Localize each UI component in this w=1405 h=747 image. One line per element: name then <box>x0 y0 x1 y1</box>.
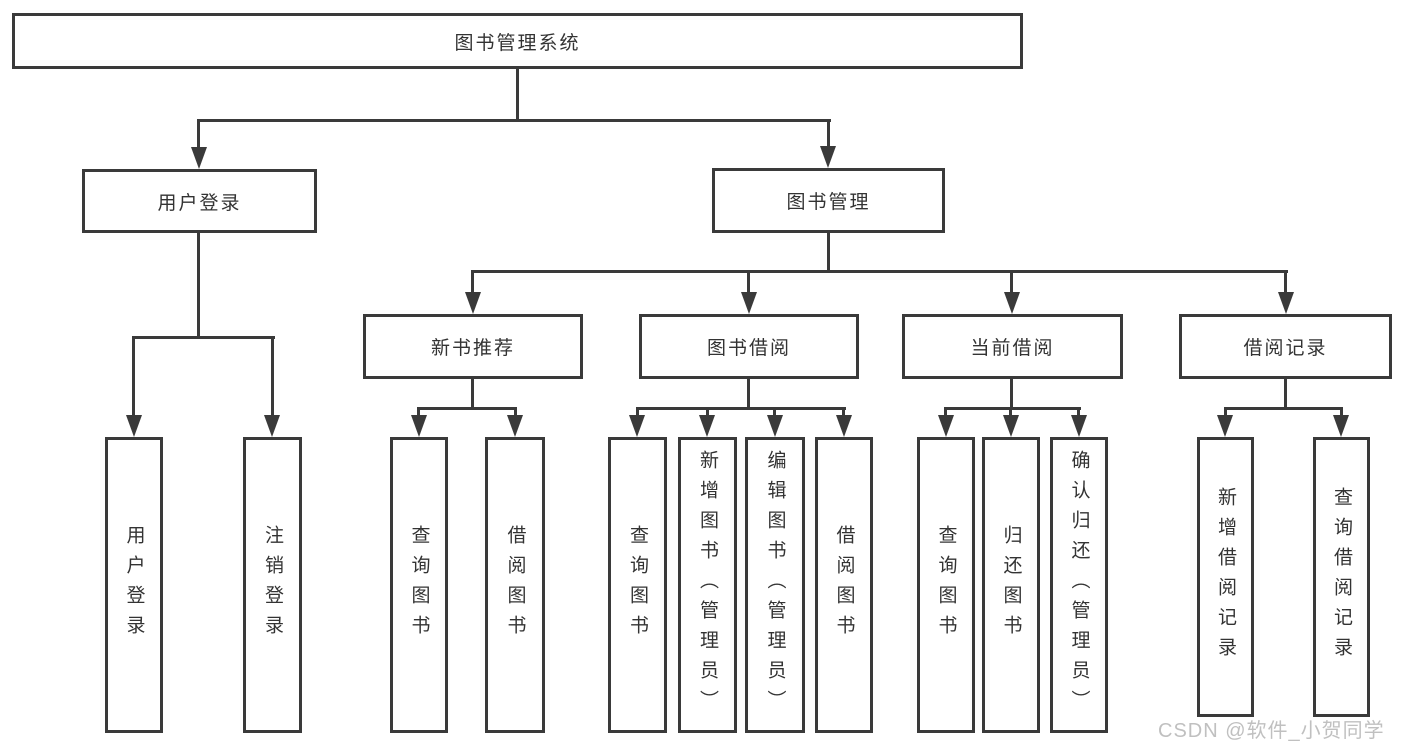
leaf-current-query-books: 查询图书 <box>917 437 975 733</box>
connector <box>1340 407 1343 419</box>
connector <box>197 119 200 149</box>
arrowhead-down-icon <box>1071 415 1087 437</box>
arrowhead-down-icon <box>767 415 783 437</box>
connector <box>944 407 1081 410</box>
arrowhead-down-icon <box>741 292 757 314</box>
leaf-current-return-books: 归还图书 <box>982 437 1040 733</box>
connector <box>1284 270 1287 296</box>
connector <box>944 407 947 419</box>
node-book-borrowing: 图书借阅 <box>639 314 859 379</box>
leaf-borrow-borrow-books: 借阅图书 <box>815 437 873 733</box>
arrowhead-down-icon <box>820 146 836 168</box>
connector <box>471 270 474 296</box>
arrowhead-down-icon <box>126 415 142 437</box>
connector <box>197 119 831 122</box>
arrowhead-down-icon <box>1333 415 1349 437</box>
connector <box>827 233 830 273</box>
arrowhead-down-icon <box>1278 292 1294 314</box>
connector <box>1009 407 1012 419</box>
connector <box>1284 378 1287 410</box>
leaf-recommend-query-books: 查询图书 <box>390 437 448 733</box>
arrowhead-down-icon <box>191 147 207 169</box>
leaf-records-query-record: 查询借阅记录 <box>1313 437 1370 717</box>
arrowhead-down-icon <box>465 292 481 314</box>
connector <box>1010 270 1013 296</box>
connector <box>471 379 474 410</box>
arrowhead-down-icon <box>1217 415 1233 437</box>
arrowhead-down-icon <box>1003 415 1019 437</box>
arrowhead-down-icon <box>699 415 715 437</box>
connector <box>1077 407 1080 419</box>
csdn-watermark: CSDN @软件_小贺同学 <box>1158 720 1385 742</box>
connector <box>132 336 275 339</box>
node-borrowing-records: 借阅记录 <box>1179 314 1392 379</box>
node-new-book-recommendation: 新书推荐 <box>363 314 583 379</box>
leaf-current-confirm-return-admin: 确认归还（管理员） <box>1050 437 1108 733</box>
leaf-user-login: 用户登录 <box>105 437 163 733</box>
node-user-login: 用户登录 <box>82 169 317 233</box>
connector <box>842 407 845 419</box>
connector <box>636 407 846 410</box>
connector <box>471 270 1288 273</box>
connector <box>1010 378 1013 410</box>
connector <box>197 233 200 339</box>
arrowhead-down-icon <box>507 415 523 437</box>
node-current-borrowing: 当前借阅 <box>902 314 1123 379</box>
connector <box>514 407 517 419</box>
leaf-borrow-edit-books-admin: 编辑图书（管理员） <box>745 437 805 733</box>
arrowhead-down-icon <box>836 415 852 437</box>
connector <box>747 270 750 296</box>
arrowhead-down-icon <box>1004 292 1020 314</box>
connector <box>1224 407 1343 410</box>
leaf-logout: 注销登录 <box>243 437 302 733</box>
arrowhead-down-icon <box>938 415 954 437</box>
connector <box>516 69 519 121</box>
leaf-records-add-record: 新增借阅记录 <box>1197 437 1254 717</box>
arrowhead-down-icon <box>264 415 280 437</box>
connector <box>773 407 776 419</box>
connector <box>417 407 420 419</box>
connector <box>747 379 750 410</box>
connector <box>827 119 830 148</box>
connector <box>132 336 135 418</box>
arrowhead-down-icon <box>629 415 645 437</box>
leaf-borrow-query-books: 查询图书 <box>608 437 667 733</box>
connector <box>636 407 639 419</box>
connector <box>271 336 274 418</box>
connector <box>706 407 709 419</box>
connector <box>1224 407 1227 419</box>
node-library-management-system: 图书管理系统 <box>12 13 1023 69</box>
arrowhead-down-icon <box>411 415 427 437</box>
connector <box>417 407 517 410</box>
leaf-borrow-add-books-admin: 新增图书（管理员） <box>678 437 737 733</box>
node-book-management: 图书管理 <box>712 168 945 233</box>
leaf-recommend-borrow-books: 借阅图书 <box>485 437 545 733</box>
